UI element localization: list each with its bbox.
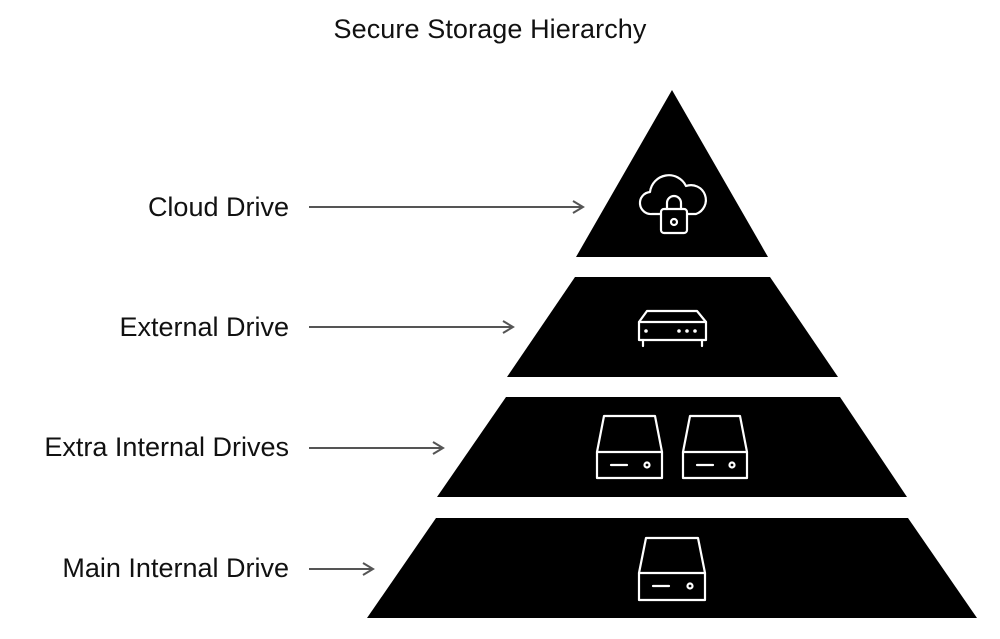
internal-drives-icon	[595, 414, 749, 480]
tier-cloud-drive	[576, 90, 768, 257]
tier-external-drive	[507, 277, 838, 377]
tier-main-internal-drive	[367, 518, 977, 618]
cloud-lock-icon	[638, 174, 707, 235]
internal-drive-icon	[637, 536, 707, 602]
tier-label-external-drive: External Drive	[119, 312, 289, 342]
tier-label-extra-internal-drives: Extra Internal Drives	[44, 432, 289, 462]
internal-drive-icon-left	[595, 414, 664, 480]
internal-drive-icon-right	[681, 414, 749, 480]
tier-label-cloud-drive: Cloud Drive	[147, 192, 289, 222]
diagram-title: Secure Storage Hierarchy	[333, 14, 647, 44]
tier-label-main-internal-drive: Main Internal Drive	[62, 553, 289, 583]
tier-extra-internal-drives	[437, 397, 907, 497]
external-drive-icon	[637, 309, 708, 348]
